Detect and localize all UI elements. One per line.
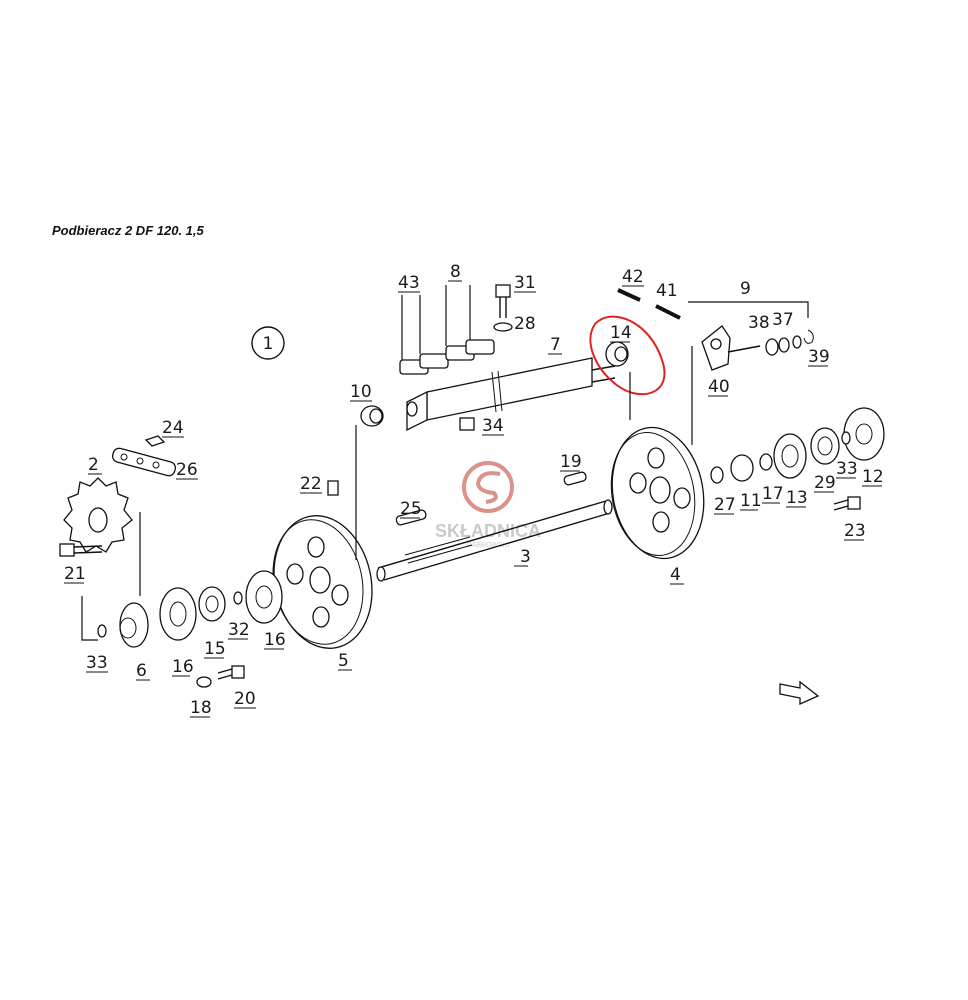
- label-16a: 16: [172, 657, 194, 677]
- label-13: 13: [786, 488, 808, 508]
- bolt-20: [196, 665, 245, 688]
- label-23: 23: [844, 521, 866, 541]
- label-3: 3: [520, 547, 531, 567]
- key-25: [395, 509, 427, 526]
- direction-arrow: [779, 680, 820, 706]
- label-22: 22: [300, 474, 322, 494]
- label-15: 15: [204, 639, 226, 659]
- label-26: 26: [176, 460, 198, 480]
- part-labels: 2 3 4 5 6 7 8 9 10 11 12 13 14 15 16 16 …: [64, 262, 884, 718]
- label-43: 43: [398, 273, 420, 293]
- label-25: 25: [400, 499, 422, 519]
- label-41: 41: [656, 281, 678, 301]
- label-7: 7: [550, 335, 561, 355]
- label-27: 27: [714, 495, 736, 515]
- watermark-subtext: DABROWSKI: [467, 542, 510, 549]
- label-4: 4: [670, 565, 681, 585]
- bushing-14: [605, 341, 629, 367]
- lever-40: [701, 325, 814, 371]
- label-11: 11: [740, 491, 762, 511]
- main-shaft: [376, 499, 613, 582]
- label-14: 14: [610, 323, 632, 343]
- highlight-ring: [589, 315, 666, 396]
- label-33a: 33: [86, 653, 108, 673]
- label-underlines: [64, 280, 882, 718]
- tube-7: [406, 357, 616, 432]
- bushing-10: [360, 405, 384, 427]
- label-6: 6: [136, 661, 147, 681]
- bolt-23: [833, 496, 861, 511]
- label-5: 5: [338, 651, 349, 671]
- label-40: 40: [708, 377, 730, 397]
- bolt-21: [59, 543, 103, 557]
- disc-4: [610, 426, 705, 560]
- label-20: 20: [234, 689, 256, 709]
- assembly-lines: [81, 301, 809, 641]
- label-28: 28: [514, 314, 536, 334]
- label-10: 10: [350, 382, 372, 402]
- label-12: 12: [862, 467, 884, 487]
- label-21: 21: [64, 564, 86, 584]
- label-16b: 16: [264, 630, 286, 650]
- label-33b: 33: [836, 459, 858, 479]
- pin-41: [655, 304, 681, 320]
- label-18: 18: [190, 698, 212, 718]
- label-2: 2: [88, 455, 99, 475]
- label-37: 37: [772, 310, 794, 330]
- sprocket-2: [63, 477, 133, 553]
- label-19: 19: [560, 452, 582, 472]
- label-31: 31: [514, 273, 536, 293]
- label-39: 39: [808, 347, 830, 367]
- label-29: 29: [814, 473, 836, 493]
- bolt-31: [493, 284, 513, 332]
- label-32: 32: [228, 620, 250, 640]
- bearing-stack-right: [710, 407, 885, 484]
- view-number-badge: 1: [251, 326, 285, 360]
- label-8: 8: [450, 262, 461, 282]
- label-38: 38: [748, 313, 770, 333]
- chain-links: [111, 435, 177, 477]
- watermark-logo: SKŁADNICA DABROWSKI: [435, 461, 541, 549]
- watermark-text: SKŁADNICA: [435, 521, 541, 541]
- label-42: 42: [622, 267, 644, 287]
- part-34: [459, 417, 475, 431]
- bearing-stack-left: [97, 570, 283, 648]
- label-34: 34: [482, 416, 504, 436]
- label-17: 17: [762, 484, 784, 504]
- key-19: [563, 471, 587, 486]
- label-24: 24: [162, 418, 184, 438]
- spring-clamps: [399, 285, 495, 375]
- pin-42: [617, 288, 641, 302]
- label-9: 9: [740, 279, 751, 299]
- view-number: 1: [263, 334, 274, 354]
- grease-nipple-22: [327, 480, 339, 496]
- diagram-title: Podbieracz 2 DF 120. 1,5: [52, 223, 204, 238]
